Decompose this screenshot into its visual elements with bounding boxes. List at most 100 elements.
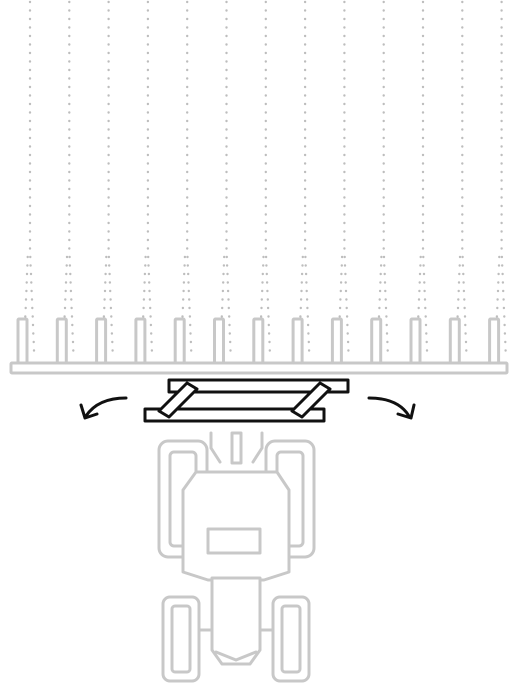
spray-dot: [28, 179, 32, 182]
spray-dot: [187, 289, 190, 293]
spray-dot: [103, 306, 106, 310]
spray-dot: [28, 111, 32, 114]
spray-dot: [264, 162, 267, 165]
spray-dot: [345, 306, 348, 310]
spray-dot: [146, 213, 150, 216]
spray-dot: [28, 170, 32, 174]
spray-dot: [500, 51, 503, 55]
spray-dot: [382, 196, 385, 199]
spray-dot: [417, 315, 420, 318]
spray-dot: [142, 315, 145, 318]
spray-dot: [422, 264, 425, 267]
spray-dot: [28, 221, 32, 225]
spray-dot: [225, 111, 228, 114]
spray-dot: [107, 238, 110, 242]
spray-dot: [109, 289, 112, 293]
spray-dot: [225, 43, 228, 46]
spray-dot: [148, 298, 152, 301]
spray-dot: [497, 272, 500, 276]
spray-dot: [382, 0, 385, 4]
spray-dot: [382, 85, 385, 89]
spray-dot: [262, 264, 265, 267]
spray-dot: [382, 145, 385, 148]
spray-dot: [382, 60, 385, 63]
spray-dot: [28, 145, 32, 148]
spray-dot: [496, 289, 500, 293]
spray-dot: [261, 281, 264, 284]
spray-dot: [68, 9, 71, 12]
spray-dot: [68, 170, 71, 174]
spray-dot: [419, 255, 422, 259]
spray-dot: [461, 68, 464, 72]
spray-dot: [183, 264, 186, 267]
spray-dot: [225, 77, 228, 80]
spray-dot: [107, 51, 110, 55]
spray-dot: [421, 17, 425, 21]
spray-dot: [225, 264, 229, 267]
spray-dot: [500, 179, 503, 182]
spray-dot: [382, 26, 385, 29]
spray-dot: [189, 323, 192, 327]
spray-dot: [186, 0, 189, 4]
spray-dot: [111, 340, 114, 344]
spray-dot: [382, 94, 385, 97]
spray-dot: [299, 315, 302, 318]
spray-dot: [104, 264, 108, 267]
spray-dot: [68, 247, 71, 250]
spray-dot: [461, 111, 464, 114]
spray-dot: [266, 298, 269, 301]
spray-dot: [500, 77, 503, 80]
spray-dot: [421, 85, 425, 89]
spray-dot: [107, 9, 110, 12]
spray-dot: [500, 26, 503, 29]
spray-dot: [28, 247, 32, 250]
spray-dot: [421, 68, 425, 72]
spray-dot: [264, 77, 267, 80]
spray-dot: [500, 145, 503, 148]
spray-dot: [104, 272, 107, 276]
spray-dot: [186, 111, 189, 114]
spray-dot: [107, 136, 110, 140]
spray-dot: [146, 77, 150, 80]
spray-dot: [110, 323, 113, 327]
spray-dot: [108, 281, 112, 284]
spray-dot: [142, 306, 145, 310]
spray-dot: [307, 349, 311, 352]
spray-dot: [150, 349, 154, 352]
spray-dot: [461, 0, 464, 4]
spray-dot: [345, 298, 348, 301]
sprayer-boom-icon: [9, 317, 509, 375]
spray-dot: [382, 51, 385, 55]
spray-pattern-dots: [22, 0, 507, 352]
spray-dot: [496, 298, 499, 301]
spray-dot: [461, 102, 464, 106]
spray-dot: [68, 60, 71, 63]
front-wheel-right-inner: [280, 604, 302, 674]
spray-dot: [267, 332, 271, 335]
spray-dot: [225, 85, 228, 89]
spray-dot: [346, 323, 349, 327]
spray-dot: [500, 204, 503, 208]
spray-dot: [146, 196, 150, 199]
spray-dot: [343, 213, 346, 216]
spray-dot: [305, 281, 308, 284]
spray-dot: [264, 94, 267, 97]
spray-dot: [264, 43, 267, 46]
spray-dot: [500, 43, 503, 46]
spray-dot: [343, 94, 346, 97]
spray-dot: [146, 247, 150, 250]
spray-dot: [502, 306, 506, 310]
spray-dot: [103, 289, 107, 293]
spray-dot: [343, 17, 346, 21]
frame-bottom-bar: [143, 407, 326, 423]
spray-dot: [500, 17, 503, 21]
spray-dot: [146, 9, 150, 12]
spray-dot: [421, 34, 425, 38]
spray-dot: [383, 272, 386, 276]
spray-dot: [68, 145, 71, 148]
spray-dot: [147, 264, 150, 267]
spray-dot: [107, 34, 110, 38]
spray-dot: [186, 153, 189, 157]
spray-dot: [186, 77, 189, 80]
spray-dot: [225, 196, 228, 199]
